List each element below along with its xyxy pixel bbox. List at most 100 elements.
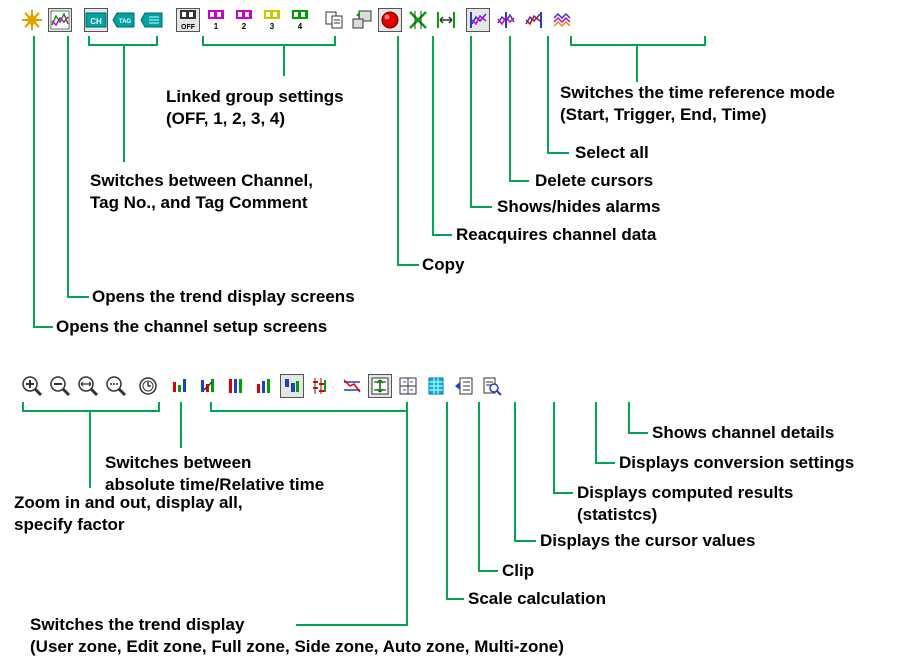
channel-details-button[interactable] — [480, 374, 504, 398]
display-all-button[interactable] — [76, 374, 100, 398]
tag-number-button[interactable]: TAG — [112, 8, 136, 32]
bracket-trend-zone — [210, 410, 408, 412]
zoom-factor-button[interactable] — [104, 374, 128, 398]
label-linked-line2: (OFF, 1, 2, 3, 4) — [166, 109, 286, 128]
channel-setup-button[interactable] — [20, 8, 44, 32]
leader-alarms — [470, 36, 472, 208]
time-ref-end-icon — [525, 12, 542, 28]
label-switch-time-line2: absolute time/Relative time — [105, 475, 325, 494]
channel-details-icon — [483, 377, 502, 396]
label-switch-time-line1: Switches between — [105, 453, 252, 472]
label-trend-line2: (User zone, Edit zone, Full zone, Side z… — [30, 637, 564, 656]
label-opens-trend: Opens the trend display screens — [92, 287, 355, 306]
group-4-button[interactable]: 4 — [288, 8, 312, 32]
leader-computed — [553, 402, 555, 494]
label-conversion: Displays conversion settings — [619, 453, 855, 472]
leader-cursor-values — [514, 402, 516, 542]
bracket-linked-group — [202, 44, 336, 46]
leader-clip — [478, 402, 480, 572]
scale-calculation-button[interactable] — [340, 374, 364, 398]
zoom-out-button[interactable] — [48, 374, 72, 398]
leader-reacquire — [432, 36, 434, 236]
time-ref-trigger-button[interactable] — [494, 8, 518, 32]
cursor-values-icon — [399, 377, 417, 395]
user-zone-icon — [173, 379, 186, 392]
label-clip: Clip — [502, 561, 535, 580]
time-ref-end-button[interactable] — [522, 8, 546, 32]
copy-button[interactable] — [322, 8, 346, 32]
edit-zone-button[interactable] — [196, 374, 220, 398]
select-all-button[interactable] — [434, 8, 458, 32]
label-shows-alarms: Shows/hides alarms — [497, 197, 661, 216]
channel-label-button[interactable]: CH — [84, 8, 108, 32]
group-3-button[interactable]: 3 — [260, 8, 284, 32]
bracket-time-ref — [570, 44, 706, 46]
group-1-button[interactable]: 1 — [204, 8, 228, 32]
select-all-icon — [437, 12, 455, 28]
tag-comment-icon — [140, 12, 163, 28]
label-scale-calc: Scale calculation — [468, 589, 606, 608]
svg-text:CH: CH — [90, 17, 102, 26]
cursor-values-button[interactable] — [396, 374, 420, 398]
group-2-button[interactable]: 2 — [232, 8, 256, 32]
reacquire-icon — [352, 10, 372, 29]
leader-scale-calc — [446, 402, 448, 600]
side-zone-button[interactable] — [252, 374, 276, 398]
multi-zone-button[interactable] — [308, 374, 332, 398]
clip-icon — [371, 377, 389, 395]
multi-zone-icon — [313, 378, 326, 394]
label-trend-line1: Switches the trend display — [30, 615, 245, 634]
label-zoom-line1: Zoom in and out, display all, — [14, 493, 243, 512]
label-computed-line1: Displays computed results — [577, 483, 794, 502]
computed-results-button[interactable] — [424, 374, 448, 398]
label-delete-cursors: Delete cursors — [535, 171, 654, 190]
zoom-factor-icon — [106, 376, 127, 397]
time-ref-time-button[interactable] — [550, 8, 574, 32]
leader-time-mode — [180, 402, 182, 448]
group-off-icon: OFF — [180, 10, 196, 31]
leader-channel-details — [628, 402, 630, 434]
side-zone-icon — [257, 379, 270, 393]
label-select-all: Select all — [575, 143, 649, 162]
group-off-button[interactable]: OFF — [176, 8, 200, 32]
leader-zoom — [89, 410, 91, 488]
clip-button[interactable] — [368, 374, 392, 398]
label-copy: Copy — [422, 255, 465, 274]
trend-display-button[interactable] — [48, 8, 72, 32]
display-all-icon — [78, 376, 99, 397]
zoom-in-button[interactable] — [20, 374, 44, 398]
time-mode-button[interactable] — [136, 374, 160, 398]
tag-comment-button[interactable] — [140, 8, 164, 32]
clock-icon — [139, 377, 157, 395]
bottom-toolbar — [20, 374, 508, 398]
zoom-out-icon — [50, 376, 71, 397]
scale-calculation-icon — [343, 379, 361, 393]
alarm-toggle-button[interactable] — [378, 8, 402, 32]
auto-zone-button[interactable] — [280, 374, 304, 398]
delete-cursors-button[interactable] — [406, 8, 430, 32]
leader-linked-group — [283, 44, 285, 76]
group-3-icon: 3 — [264, 10, 280, 31]
full-zone-button[interactable] — [224, 374, 248, 398]
svg-text:3: 3 — [270, 22, 275, 31]
label-channel-details: Shows channel details — [652, 423, 835, 442]
leader-trend — [67, 36, 69, 298]
tag-number-icon: TAG — [112, 12, 135, 28]
leader-copy — [397, 36, 399, 266]
conversion-settings-button[interactable] — [452, 374, 476, 398]
reacquire-button[interactable] — [350, 8, 374, 32]
label-cursor-values: Displays the cursor values — [540, 531, 756, 550]
svg-text:1: 1 — [214, 22, 219, 31]
zoom-in-icon — [22, 376, 43, 397]
leader-conversion — [595, 402, 597, 464]
leader-delete-cursors — [509, 36, 511, 182]
label-switch-channel-line1: Switches between Channel, — [90, 171, 313, 190]
time-ref-start-button[interactable] — [466, 8, 490, 32]
bracket-zoom — [22, 410, 160, 412]
svg-text:2: 2 — [242, 22, 247, 31]
channel-setup-icon — [22, 10, 42, 30]
user-zone-button[interactable] — [168, 374, 192, 398]
leader-select-all — [547, 36, 549, 154]
auto-zone-icon — [285, 379, 299, 392]
